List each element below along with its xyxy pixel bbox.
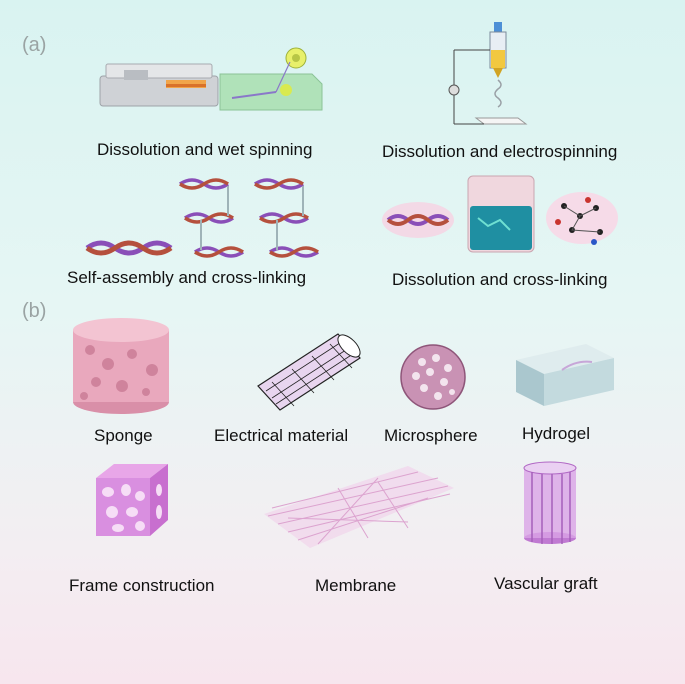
dissolution-crosslinking-caption: Dissolution and cross-linking <box>392 270 608 289</box>
electrical-material-caption: Electrical material <box>214 426 349 445</box>
sponge-caption: Sponge <box>94 426 153 445</box>
hydrogel-illustration <box>516 344 614 406</box>
frame-construction-caption: Frame construction <box>69 576 215 595</box>
wet-spinning-apparatus-illustration <box>99 47 323 111</box>
frame-construction-illustration <box>96 464 168 536</box>
membrane-illustration <box>264 466 454 548</box>
self-assembly-illustration <box>85 178 319 258</box>
vascular-graft-caption: Vascular graft <box>494 574 598 593</box>
membrane-caption: Membrane <box>315 576 397 595</box>
self-assembly-caption: Self-assembly and cross-linking <box>67 268 307 287</box>
panel-a-label: (a) <box>22 34 47 56</box>
electrospinning-apparatus-illustration <box>448 22 528 125</box>
hydrogel-caption: Hydrogel <box>522 424 591 443</box>
wet-spinning-caption: Dissolution and wet spinning <box>97 140 313 159</box>
sponge-illustration <box>73 318 169 414</box>
microsphere-illustration <box>400 344 466 410</box>
electrical-material-illustration <box>257 333 361 411</box>
vascular-graft-illustration <box>523 461 577 544</box>
dissolution-crosslinking-illustration <box>382 175 618 253</box>
microsphere-caption: Microsphere <box>384 426 478 445</box>
electrospinning-caption: Dissolution and electrospinning <box>382 142 618 161</box>
panel-b-label: (b) <box>22 300 47 322</box>
